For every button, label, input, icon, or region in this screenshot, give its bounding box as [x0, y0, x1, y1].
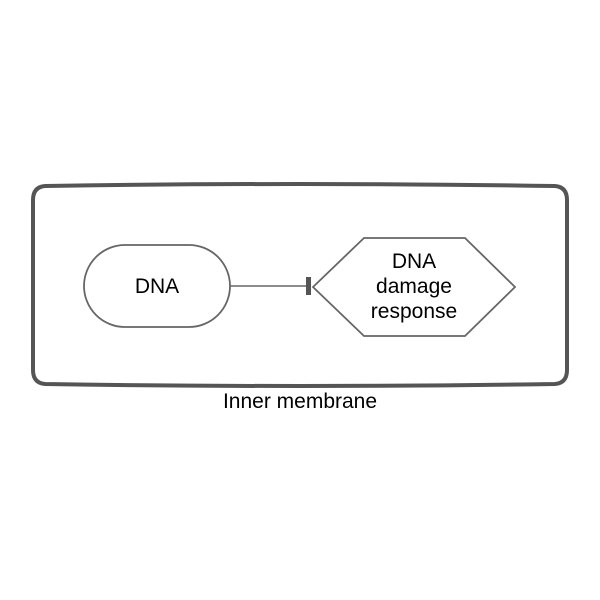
inhibition-edge-bar — [306, 277, 311, 295]
node-dna-label: DNA — [135, 275, 179, 298]
node-dna-damage-response-label-line-1: DNA — [392, 250, 436, 273]
node-dna-shape — [83, 244, 231, 328]
compartment-label: Inner membrane — [223, 390, 377, 413]
node-dna[interactable]: DNA — [83, 244, 231, 328]
node-dna-damage-response-shape — [311, 237, 517, 337]
node-dna-damage-response[interactable]: DNA damage response — [311, 237, 517, 337]
node-dna-damage-response-label-line-3: response — [371, 300, 457, 323]
node-dna-damage-response-label-line-2: damage — [376, 275, 452, 298]
